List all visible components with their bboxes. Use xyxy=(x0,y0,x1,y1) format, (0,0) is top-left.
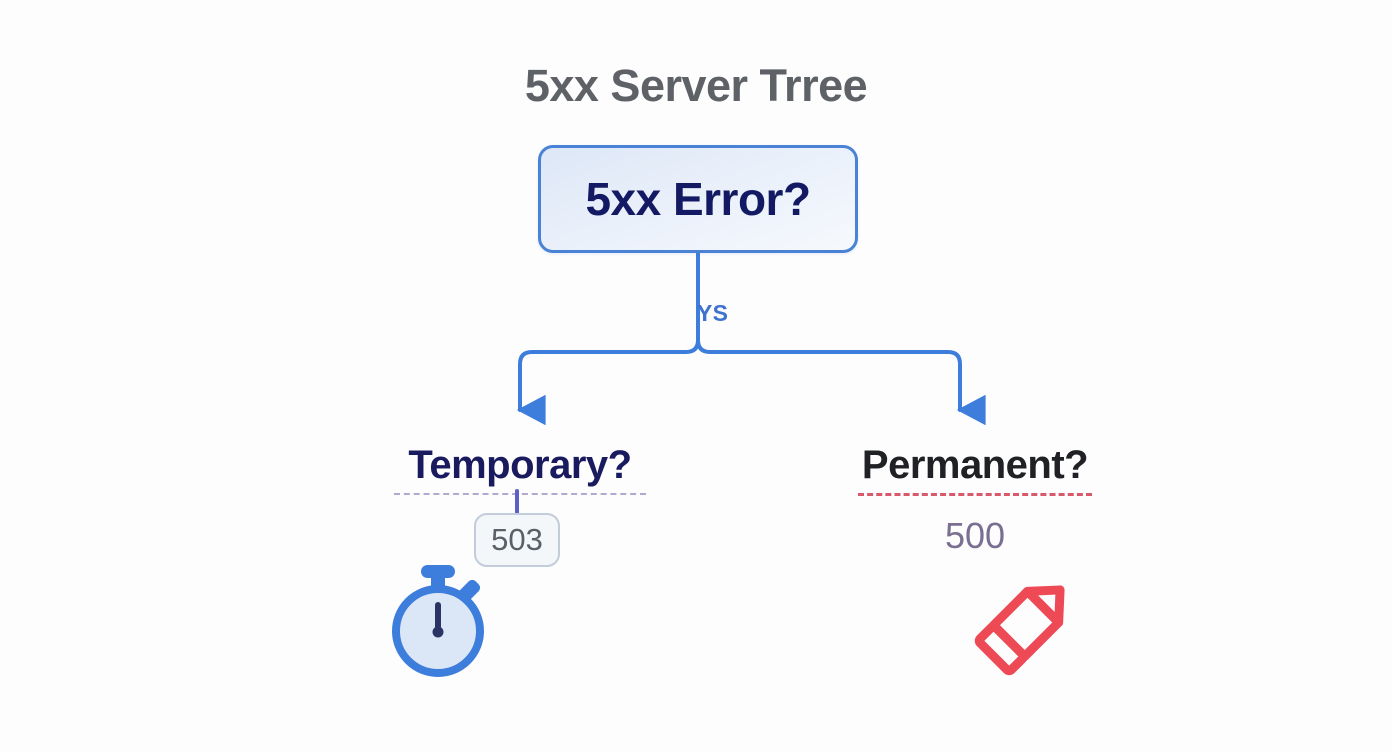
status-badge-503[interactable]: 503 xyxy=(474,513,560,567)
branch-permanent[interactable]: Permanent? xyxy=(765,445,1185,496)
edge-to-temporary xyxy=(516,338,700,426)
diagram-title: 5xx Server Trree xyxy=(524,60,868,111)
stopwatch-icon xyxy=(392,565,484,677)
status-badge-503-label: 503 xyxy=(491,522,543,557)
branch-temporary[interactable]: Temporary? xyxy=(310,445,730,495)
node-root-label: 5xx Error? xyxy=(585,173,811,225)
status-code-500: 500 xyxy=(944,515,1006,556)
edge-label-ys: YS xyxy=(697,300,729,326)
branch-temporary-rule xyxy=(394,493,646,495)
branch-temporary-title: Temporary? xyxy=(408,443,632,487)
edge-to-permanent xyxy=(696,338,986,426)
pencil-icon xyxy=(974,585,1065,676)
branch-permanent-title: Permanent? xyxy=(861,443,1089,487)
node-root-5xx-error[interactable]: 5xx Error? xyxy=(538,145,858,253)
badge-stem-503 xyxy=(515,489,519,515)
branch-permanent-rule xyxy=(858,493,1092,496)
